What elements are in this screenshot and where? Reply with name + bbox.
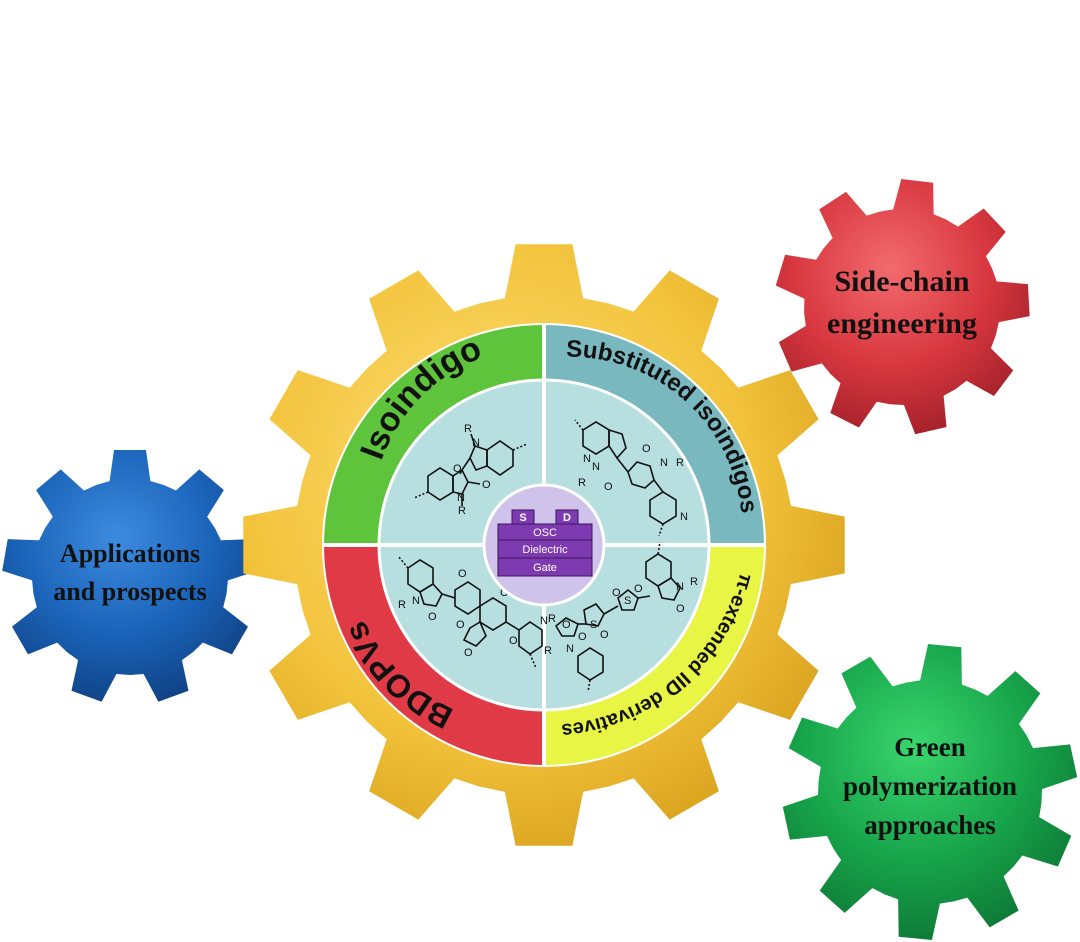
bdo-r-right: R xyxy=(548,613,556,625)
bdo-o-6: O xyxy=(509,635,518,647)
sub-o-left: O xyxy=(604,481,613,493)
iso-r-top: R xyxy=(464,423,472,435)
bdo-n-left: N xyxy=(412,595,420,607)
green-label-line1: Green xyxy=(894,732,965,762)
bdo-o-2: O xyxy=(458,568,467,580)
applications-gear-body xyxy=(2,450,258,702)
pi-o-2: O xyxy=(612,587,621,599)
pi-s-1: S xyxy=(624,595,631,607)
sub-r-left: R xyxy=(578,477,586,489)
bdo-o-3: O xyxy=(500,587,509,599)
sub-n-ring-bottom: N xyxy=(680,511,688,523)
pi-o-5: O xyxy=(600,629,609,641)
gate-layer xyxy=(497,557,593,577)
gate-label: Gate xyxy=(533,562,557,574)
sub-r-right: R xyxy=(676,457,684,469)
bdopv-structure xyxy=(397,555,543,669)
iso-o-top: O xyxy=(453,463,462,475)
isoindigo-structure xyxy=(413,433,528,506)
pi-n-left: N xyxy=(566,643,574,655)
pi-o-3: O xyxy=(634,583,643,595)
pi-o-6: O xyxy=(562,619,571,631)
applications-gear: Applications and prospects xyxy=(2,450,258,702)
applications-label-line1: Applications xyxy=(60,539,200,568)
pi-extended-structure xyxy=(554,541,681,693)
pi-extended-atom-labels: N R O S O O S O O O N R xyxy=(544,576,698,657)
sub-n-imide-right: N xyxy=(660,457,668,469)
pi-r-left: R xyxy=(544,645,552,657)
iso-n-top: N xyxy=(472,437,480,449)
sub-o-right: O xyxy=(642,443,651,455)
green-label-line2: polymerization xyxy=(843,771,1017,801)
ofet-device: S D OSC Dielectric Gate xyxy=(482,483,606,607)
bdo-o-1: O xyxy=(428,611,437,623)
sub-n-imide-left: N xyxy=(592,461,600,473)
substituted-structure xyxy=(574,419,677,537)
side-chain-gear-body xyxy=(775,179,1030,435)
bdo-o-4: O xyxy=(456,619,465,631)
applications-label-line2: and prospects xyxy=(53,577,206,606)
drain-label: D xyxy=(563,512,571,524)
central-gear: Isoindigo Substituted isoindigos π-exten… xyxy=(243,244,845,846)
isoindigo-atom-labels: R N O O N R xyxy=(453,423,491,517)
green-label-line3: approaches xyxy=(864,810,996,840)
bdopv-atom-labels: N R O O O O O O N R xyxy=(398,568,556,659)
iso-r-bottom: R xyxy=(458,505,466,517)
dielectric-label: Dielectric xyxy=(522,544,568,556)
iso-n-bottom: N xyxy=(457,492,465,504)
green-gear-body xyxy=(782,644,1078,940)
pi-r-right: R xyxy=(690,576,698,588)
bdo-n-right: N xyxy=(540,615,548,627)
pi-o-1: O xyxy=(676,603,685,615)
source-label: S xyxy=(519,512,526,524)
substituted-atom-labels: N N R O O N R N xyxy=(578,443,688,523)
osc-label: OSC xyxy=(533,527,557,539)
sub-n-ring-top: N xyxy=(583,453,591,465)
side-chain-label-line1: Side-chain xyxy=(834,265,969,298)
pi-o-4: O xyxy=(578,631,587,643)
bdo-r-left: R xyxy=(398,599,406,611)
pi-n-right: N xyxy=(676,581,684,593)
green-gear: Green polymerization approaches xyxy=(782,644,1078,940)
bdo-o-5: O xyxy=(464,647,473,659)
side-chain-label-line2: engineering xyxy=(827,307,977,340)
pi-s-2: S xyxy=(590,619,597,631)
side-chain-gear: Side-chain engineering xyxy=(775,179,1030,435)
iso-o-bottom: O xyxy=(482,479,491,491)
